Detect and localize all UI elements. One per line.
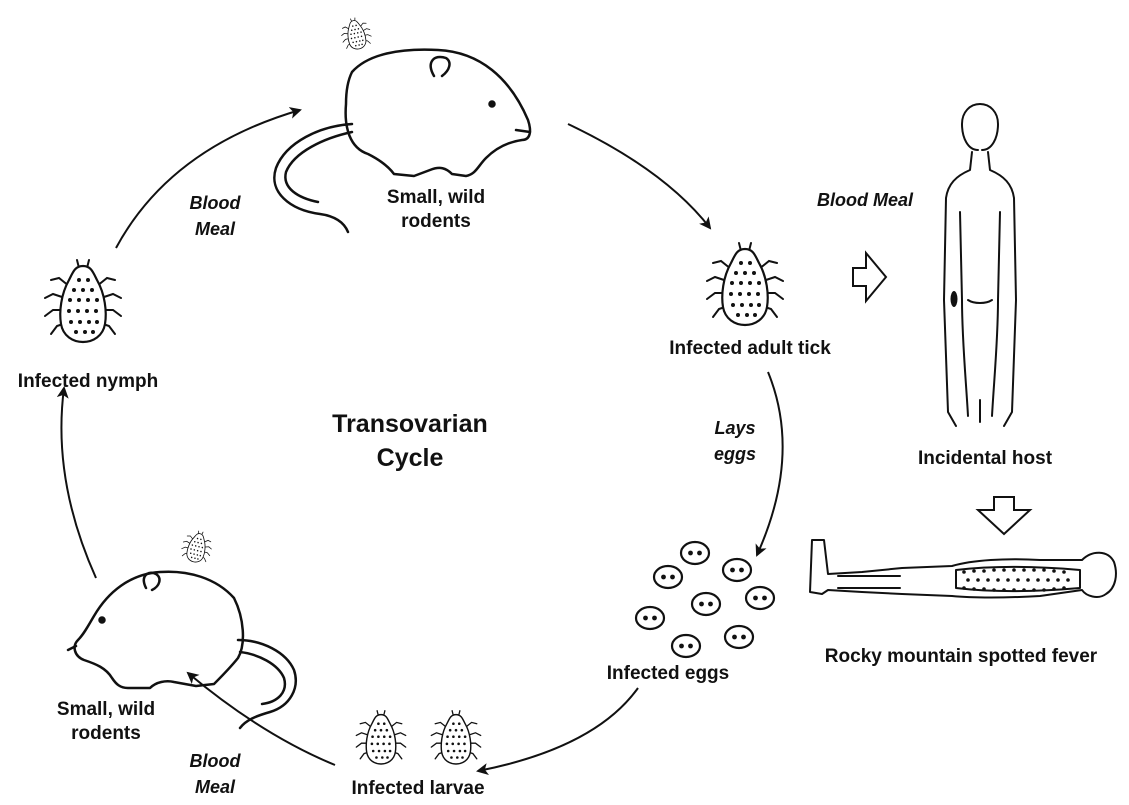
disease-label: Rocky mountain spotted fever — [796, 645, 1126, 669]
rodent-top-label-line-2: rodents — [356, 210, 516, 234]
tick-bite-mark-icon — [951, 291, 958, 307]
lays-eggs-line-1: Lays — [690, 415, 780, 441]
lays-eggs-line-2: eggs — [690, 441, 780, 467]
rash-spots — [962, 568, 1070, 592]
tick-on-bottom-rodent-icon — [179, 528, 215, 565]
arrow-eggs-to-larvae — [478, 688, 638, 771]
lays-eggs-label: Lays eggs — [690, 415, 780, 467]
larva-tick-icon — [431, 711, 480, 764]
blood-meal-bottom-label: Blood Meal — [165, 748, 265, 800]
larva-tick-icon — [356, 711, 405, 764]
blood-meal-left-line-1: Blood — [165, 190, 265, 216]
egg-icon — [654, 566, 682, 588]
rodent-top-label: Small, wild rodents — [356, 186, 516, 234]
cycle-title: Transovarian Cycle — [300, 407, 520, 475]
larvae-label: Infected larvae — [330, 777, 506, 801]
rodent-bottom-label: Small, wild rodents — [26, 698, 186, 746]
eggs-label: Infected eggs — [580, 662, 756, 686]
nymph-label: Infected nymph — [0, 370, 176, 394]
egg-icon — [672, 635, 700, 657]
blood-meal-left-line-2: Meal — [165, 216, 265, 242]
human-standing-icon — [944, 104, 1016, 426]
egg-cluster — [636, 542, 774, 657]
rodent-top-label-line-1: Small, wild — [356, 186, 516, 210]
egg-icon — [746, 587, 774, 609]
cycle-title-line-2: Cycle — [300, 441, 520, 475]
egg-icon — [723, 559, 751, 581]
hollow-arrow-down — [978, 497, 1030, 534]
cycle-title-line-1: Transovarian — [300, 407, 520, 441]
egg-icon — [725, 626, 753, 648]
incidental-host-label: Incidental host — [900, 447, 1070, 471]
arrow-rodent-to-adult-tick — [568, 124, 710, 228]
egg-icon — [681, 542, 709, 564]
blood-meal-left-label: Blood Meal — [165, 190, 265, 242]
arrow-rodent-to-nymph — [61, 388, 96, 578]
adult-tick-label: Infected adult tick — [632, 337, 868, 361]
rodent-bottom-label-line-1: Small, wild — [26, 698, 186, 722]
blood-meal-bottom-line-1: Blood — [165, 748, 265, 774]
tick-on-top-rodent-icon — [339, 15, 374, 51]
nymph-tick-icon — [45, 260, 121, 342]
adult-tick-icon — [707, 243, 783, 325]
hollow-arrow-right — [853, 253, 886, 301]
rodent-bottom-label-line-2: rodents — [26, 722, 186, 746]
blood-meal-right-label: Blood Meal — [790, 187, 940, 213]
egg-icon — [636, 607, 664, 629]
blood-meal-bottom-line-2: Meal — [165, 774, 265, 800]
egg-icon — [692, 593, 720, 615]
